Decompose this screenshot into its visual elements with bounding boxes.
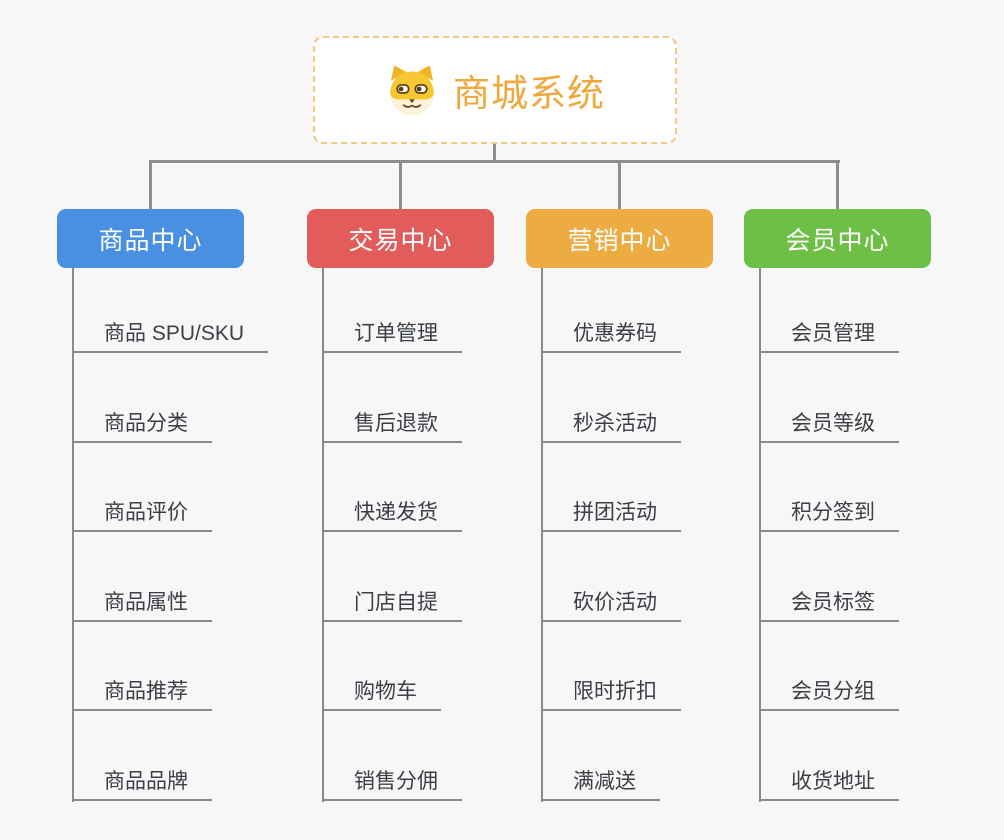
sub-topic[interactable]: 商品 SPU/SKU <box>72 264 269 353</box>
shiba-dog-icon <box>390 65 434 116</box>
subtopic-connector-line <box>72 267 74 802</box>
sub-topic[interactable]: 会员等级 <box>759 353 899 443</box>
subtopic-column-member: 会员管理 会员等级 积分签到 会员标签 会员分组 收货地址 <box>759 264 899 801</box>
sub-topic[interactable]: 商品品牌 <box>72 711 212 801</box>
sub-topic[interactable]: 快递发货 <box>322 443 462 532</box>
branch-connector-drop <box>399 160 402 210</box>
root-topic-node[interactable]: 商城系统 <box>313 36 677 144</box>
sub-topic[interactable]: 秒杀活动 <box>541 353 681 443</box>
sub-topic[interactable]: 收货地址 <box>759 711 899 801</box>
sub-topic[interactable]: 门店自提 <box>322 532 462 622</box>
branch-connector-drop <box>149 160 152 210</box>
sub-topic[interactable]: 会员分组 <box>759 622 899 711</box>
sub-topic[interactable]: 会员标签 <box>759 532 899 622</box>
sub-topic[interactable]: 商品属性 <box>72 532 212 622</box>
branch-connector-drop <box>618 160 621 210</box>
sub-topic[interactable]: 满减送 <box>541 711 660 801</box>
subtopic-connector-line <box>322 267 324 802</box>
sub-topic[interactable]: 积分签到 <box>759 443 899 532</box>
branch-label: 商品中心 <box>98 226 203 255</box>
subtopic-connector-line <box>759 267 761 802</box>
branch-connector-trunk <box>149 160 840 163</box>
sub-topic[interactable]: 拼团活动 <box>541 443 681 532</box>
sub-topic[interactable]: 销售分佣 <box>322 711 462 801</box>
sub-topic[interactable]: 商品评价 <box>72 443 212 532</box>
root-connector-stub <box>493 143 496 162</box>
branch-label: 交易中心 <box>348 226 453 255</box>
branch-label: 会员中心 <box>785 226 890 255</box>
branch-label: 营销中心 <box>567 226 672 255</box>
subtopic-column-marketing: 优惠券码 秒杀活动 拼团活动 砍价活动 限时折扣 满减送 <box>541 264 681 801</box>
branch-node-member-center[interactable]: 会员中心 <box>744 209 931 268</box>
sub-topic[interactable]: 优惠券码 <box>541 264 681 353</box>
sub-topic[interactable]: 订单管理 <box>322 264 462 353</box>
sub-topic[interactable]: 砍价活动 <box>541 532 681 622</box>
sub-topic[interactable]: 商品分类 <box>72 353 212 443</box>
sub-topic[interactable]: 限时折扣 <box>541 622 681 711</box>
branch-node-product-center[interactable]: 商品中心 <box>57 209 244 268</box>
subtopic-connector-line <box>541 267 543 802</box>
subtopic-column-product: 商品 SPU/SKU 商品分类 商品评价 商品属性 商品推荐 商品品牌 <box>72 264 269 801</box>
branch-node-marketing-center[interactable]: 营销中心 <box>526 209 713 268</box>
subtopic-column-trade: 订单管理 售后退款 快递发货 门店自提 购物车 销售分佣 <box>322 264 462 801</box>
sub-topic[interactable]: 购物车 <box>322 622 441 711</box>
sub-topic[interactable]: 售后退款 <box>322 353 462 443</box>
sub-topic[interactable]: 商品推荐 <box>72 622 212 711</box>
root-topic-title: 商城系统 <box>453 73 605 114</box>
branch-connector-drop <box>836 160 839 210</box>
branch-node-trade-center[interactable]: 交易中心 <box>307 209 494 268</box>
sub-topic[interactable]: 会员管理 <box>759 264 899 353</box>
